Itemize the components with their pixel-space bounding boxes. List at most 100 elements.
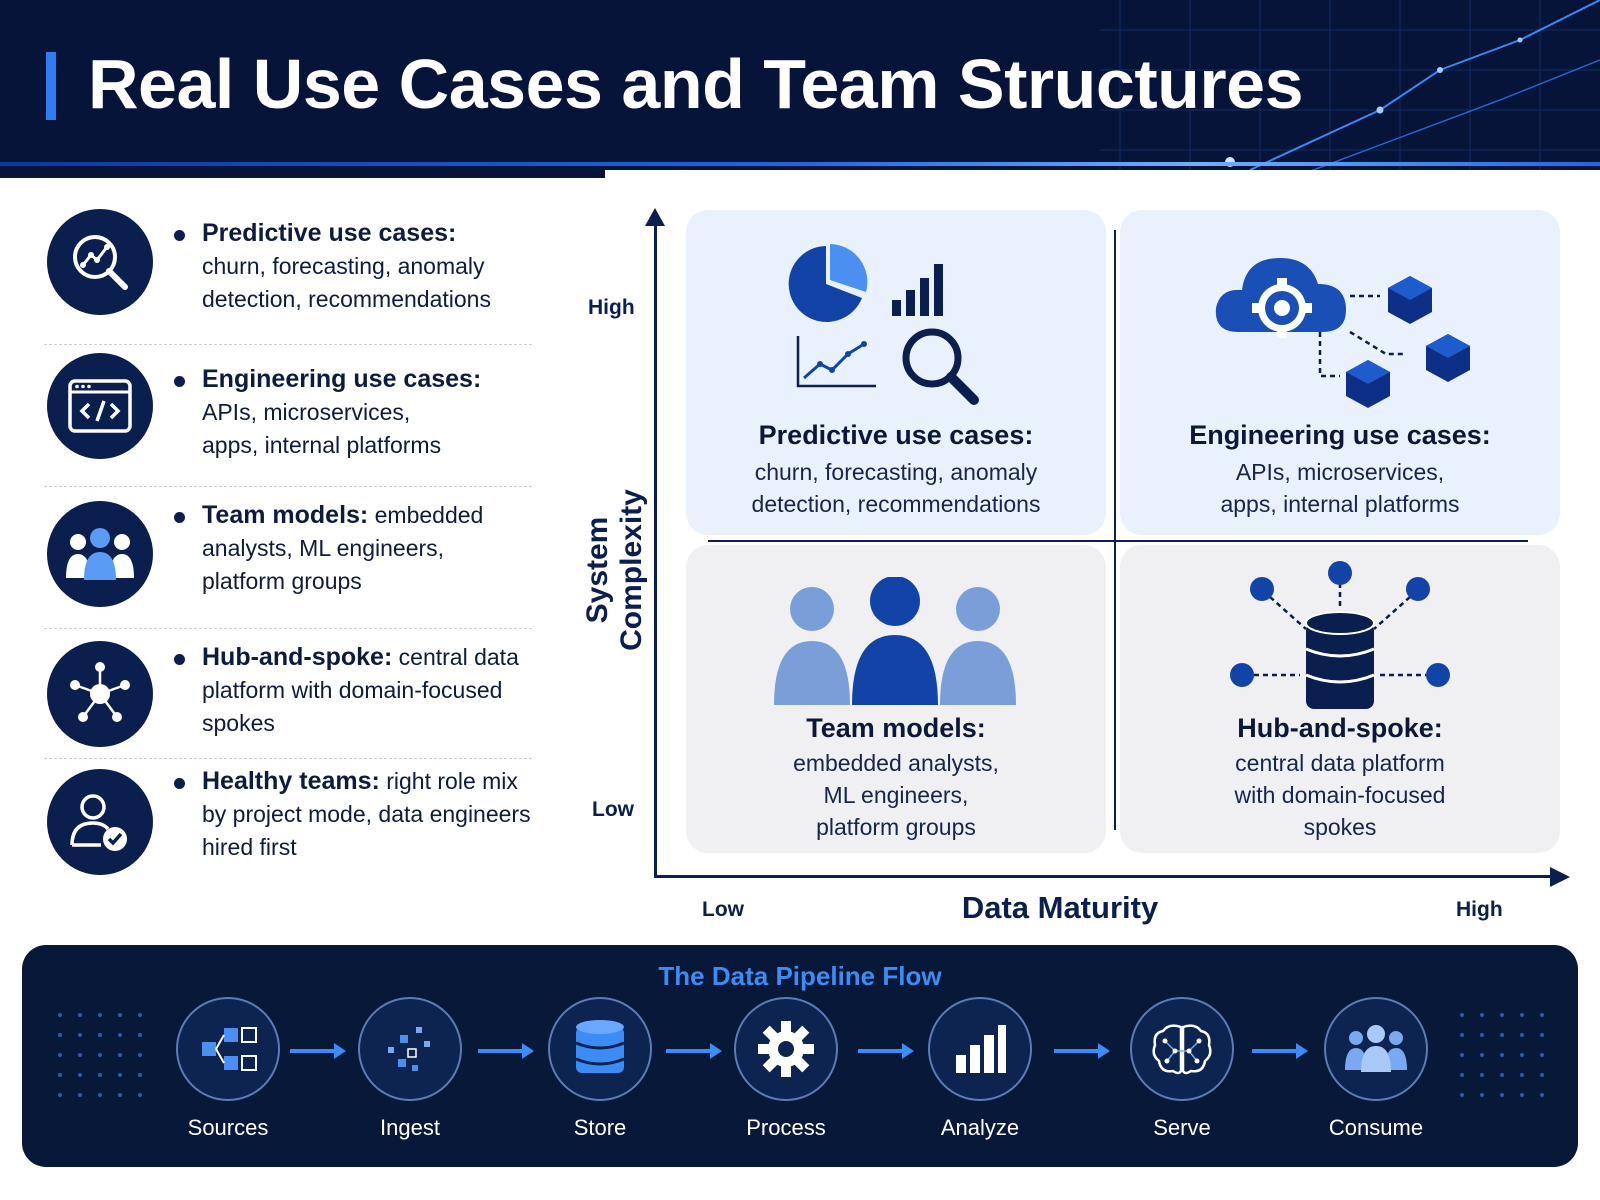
quadrant-title: Hub-and-spoke:	[1237, 713, 1443, 743]
quadrant-text: detection, recommendations	[751, 491, 1041, 517]
quadrant-text: ML engineers,	[823, 782, 969, 808]
pipeline-step-sources: Sources	[158, 997, 298, 1141]
flow-arrow-icon	[1054, 1043, 1110, 1059]
quadrant-divider-horizontal	[708, 540, 1528, 542]
quadrant-hub-spoke: Hub-and-spoke: central data platform wit…	[1120, 545, 1560, 853]
database-icon	[548, 997, 652, 1101]
page-title: Real Use Cases and Team Structures	[88, 45, 1304, 123]
item-heading: Team models:	[202, 501, 369, 529]
y-axis-arrow	[645, 208, 665, 226]
flow-arrow-icon	[666, 1043, 722, 1059]
item-text: by project mode, data engineers	[202, 801, 531, 827]
step-label: Analyze	[940, 1115, 1020, 1140]
item-text: platform with domain-focused	[202, 677, 503, 703]
quadrant-text: embedded analysts,	[793, 750, 999, 776]
list-item-predictive: Predictive use cases: churn, forecasting…	[44, 205, 532, 345]
analytics-search-icon	[47, 209, 153, 315]
use-case-list: Predictive use cases: churn, forecasting…	[44, 205, 532, 899]
bullet	[174, 230, 185, 241]
bullet	[174, 512, 185, 523]
pipeline-title: The Data Pipeline Flow	[658, 961, 942, 991]
item-text: central data	[392, 644, 519, 670]
item-text: apps, internal platforms	[202, 432, 442, 458]
quadrant-predictive: Predictive use cases: churn, forecasting…	[686, 210, 1106, 535]
flow-arrow-icon	[858, 1043, 914, 1059]
item-text: churn, forecasting, anomaly	[202, 253, 485, 279]
list-item-healthy-teams: Healthy teams: right role mix by project…	[44, 759, 532, 899]
sources-icon	[176, 997, 280, 1101]
hub-database-illustration-icon	[1230, 561, 1450, 709]
step-label: Consume	[1328, 1115, 1424, 1140]
ingest-icon	[358, 997, 462, 1101]
quadrant-text: platform groups	[816, 814, 976, 840]
step-label: Ingest	[380, 1115, 440, 1140]
quadrant-text: with domain-focused	[1234, 782, 1446, 808]
item-text: analysts, ML engineers,	[202, 535, 445, 561]
quadrant-team-models: Team models: embedded analysts, ML engin…	[686, 545, 1106, 853]
tech-grid-decoration	[1100, 0, 1600, 178]
header-cut	[605, 170, 1600, 182]
item-heading: Predictive use cases:	[202, 219, 457, 247]
bullet	[174, 654, 185, 665]
item-text: hired first	[202, 834, 297, 860]
brain-icon	[1130, 997, 1234, 1101]
users-icon	[1324, 997, 1428, 1101]
gear-icon	[734, 997, 838, 1101]
quadrant-text: spokes	[1303, 814, 1377, 840]
quadrant-title: Predictive use cases:	[758, 420, 1034, 450]
quadrant-text: churn, forecasting, anomaly	[754, 459, 1038, 485]
list-item-engineering: Engineering use cases: APIs, microservic…	[44, 345, 532, 487]
y-axis-title: System Complexity	[581, 489, 648, 651]
analytics-illustration-icon	[788, 244, 979, 405]
pipeline-step-process: Process	[716, 997, 856, 1141]
list-item-hub-spoke: Hub-and-spoke: central data platform wit…	[44, 629, 532, 759]
flow-arrow-icon	[478, 1043, 534, 1059]
dot-grid-decoration	[58, 1013, 142, 1097]
item-text: APIs, microservices,	[202, 399, 411, 425]
flow-arrow-icon	[290, 1043, 346, 1059]
quadrant-text: central data platform	[1235, 750, 1445, 776]
item-heading: Healthy teams:	[202, 767, 380, 795]
item-heading: Hub-and-spoke:	[202, 643, 393, 671]
item-text: platform groups	[202, 568, 362, 594]
step-label: Process	[746, 1115, 826, 1140]
pipeline-step-serve: Serve	[1112, 997, 1252, 1141]
item-text: embedded	[368, 502, 484, 528]
y-axis	[654, 218, 657, 878]
bullet	[174, 778, 185, 789]
team-icon	[47, 501, 153, 607]
code-window-icon	[47, 353, 153, 459]
header: Real Use Cases and Team Structures	[0, 0, 1600, 178]
x-tick-low: Low	[702, 898, 744, 921]
cloud-gear-illustration-icon	[1215, 258, 1470, 408]
item-text: detection, recommendations	[202, 286, 491, 312]
bullet	[174, 376, 185, 387]
quadrant-divider-vertical	[1114, 230, 1116, 830]
title-accent-bar	[46, 52, 56, 120]
pipeline-step-consume: Consume	[1306, 997, 1446, 1141]
bar-chart-icon	[928, 997, 1032, 1101]
header-glow-line	[0, 162, 1600, 166]
flow-arrow-icon	[1252, 1043, 1308, 1059]
x-tick-high: High	[1456, 898, 1503, 921]
pipeline-step-store: Store	[530, 997, 670, 1141]
quadrant-text: APIs, microservices,	[1235, 459, 1445, 485]
step-label: Serve	[1153, 1115, 1211, 1140]
team-illustration-icon	[774, 577, 1016, 705]
step-label: Sources	[187, 1115, 269, 1140]
quadrant-text: apps, internal platforms	[1220, 491, 1460, 517]
item-text: right role mix	[379, 768, 518, 794]
x-axis-title: Data Maturity	[961, 890, 1159, 925]
item-text: spokes	[202, 710, 275, 736]
x-axis	[654, 875, 1554, 878]
pipeline-step-ingest: Ingest	[340, 997, 480, 1141]
pipeline-panel: The Data Pipeline Flow	[22, 945, 1578, 1167]
pipeline-step-analyze: Analyze	[910, 997, 1050, 1141]
step-label: Store	[573, 1115, 627, 1140]
quadrant-title: Team models:	[806, 713, 986, 743]
quadrant-engineering: Engineering use cases: APIs, microservic…	[1120, 210, 1560, 535]
hub-network-icon	[47, 641, 153, 747]
item-heading: Engineering use cases:	[202, 365, 482, 393]
quadrant-title: Engineering use cases:	[1189, 420, 1491, 450]
user-check-icon	[47, 769, 153, 875]
